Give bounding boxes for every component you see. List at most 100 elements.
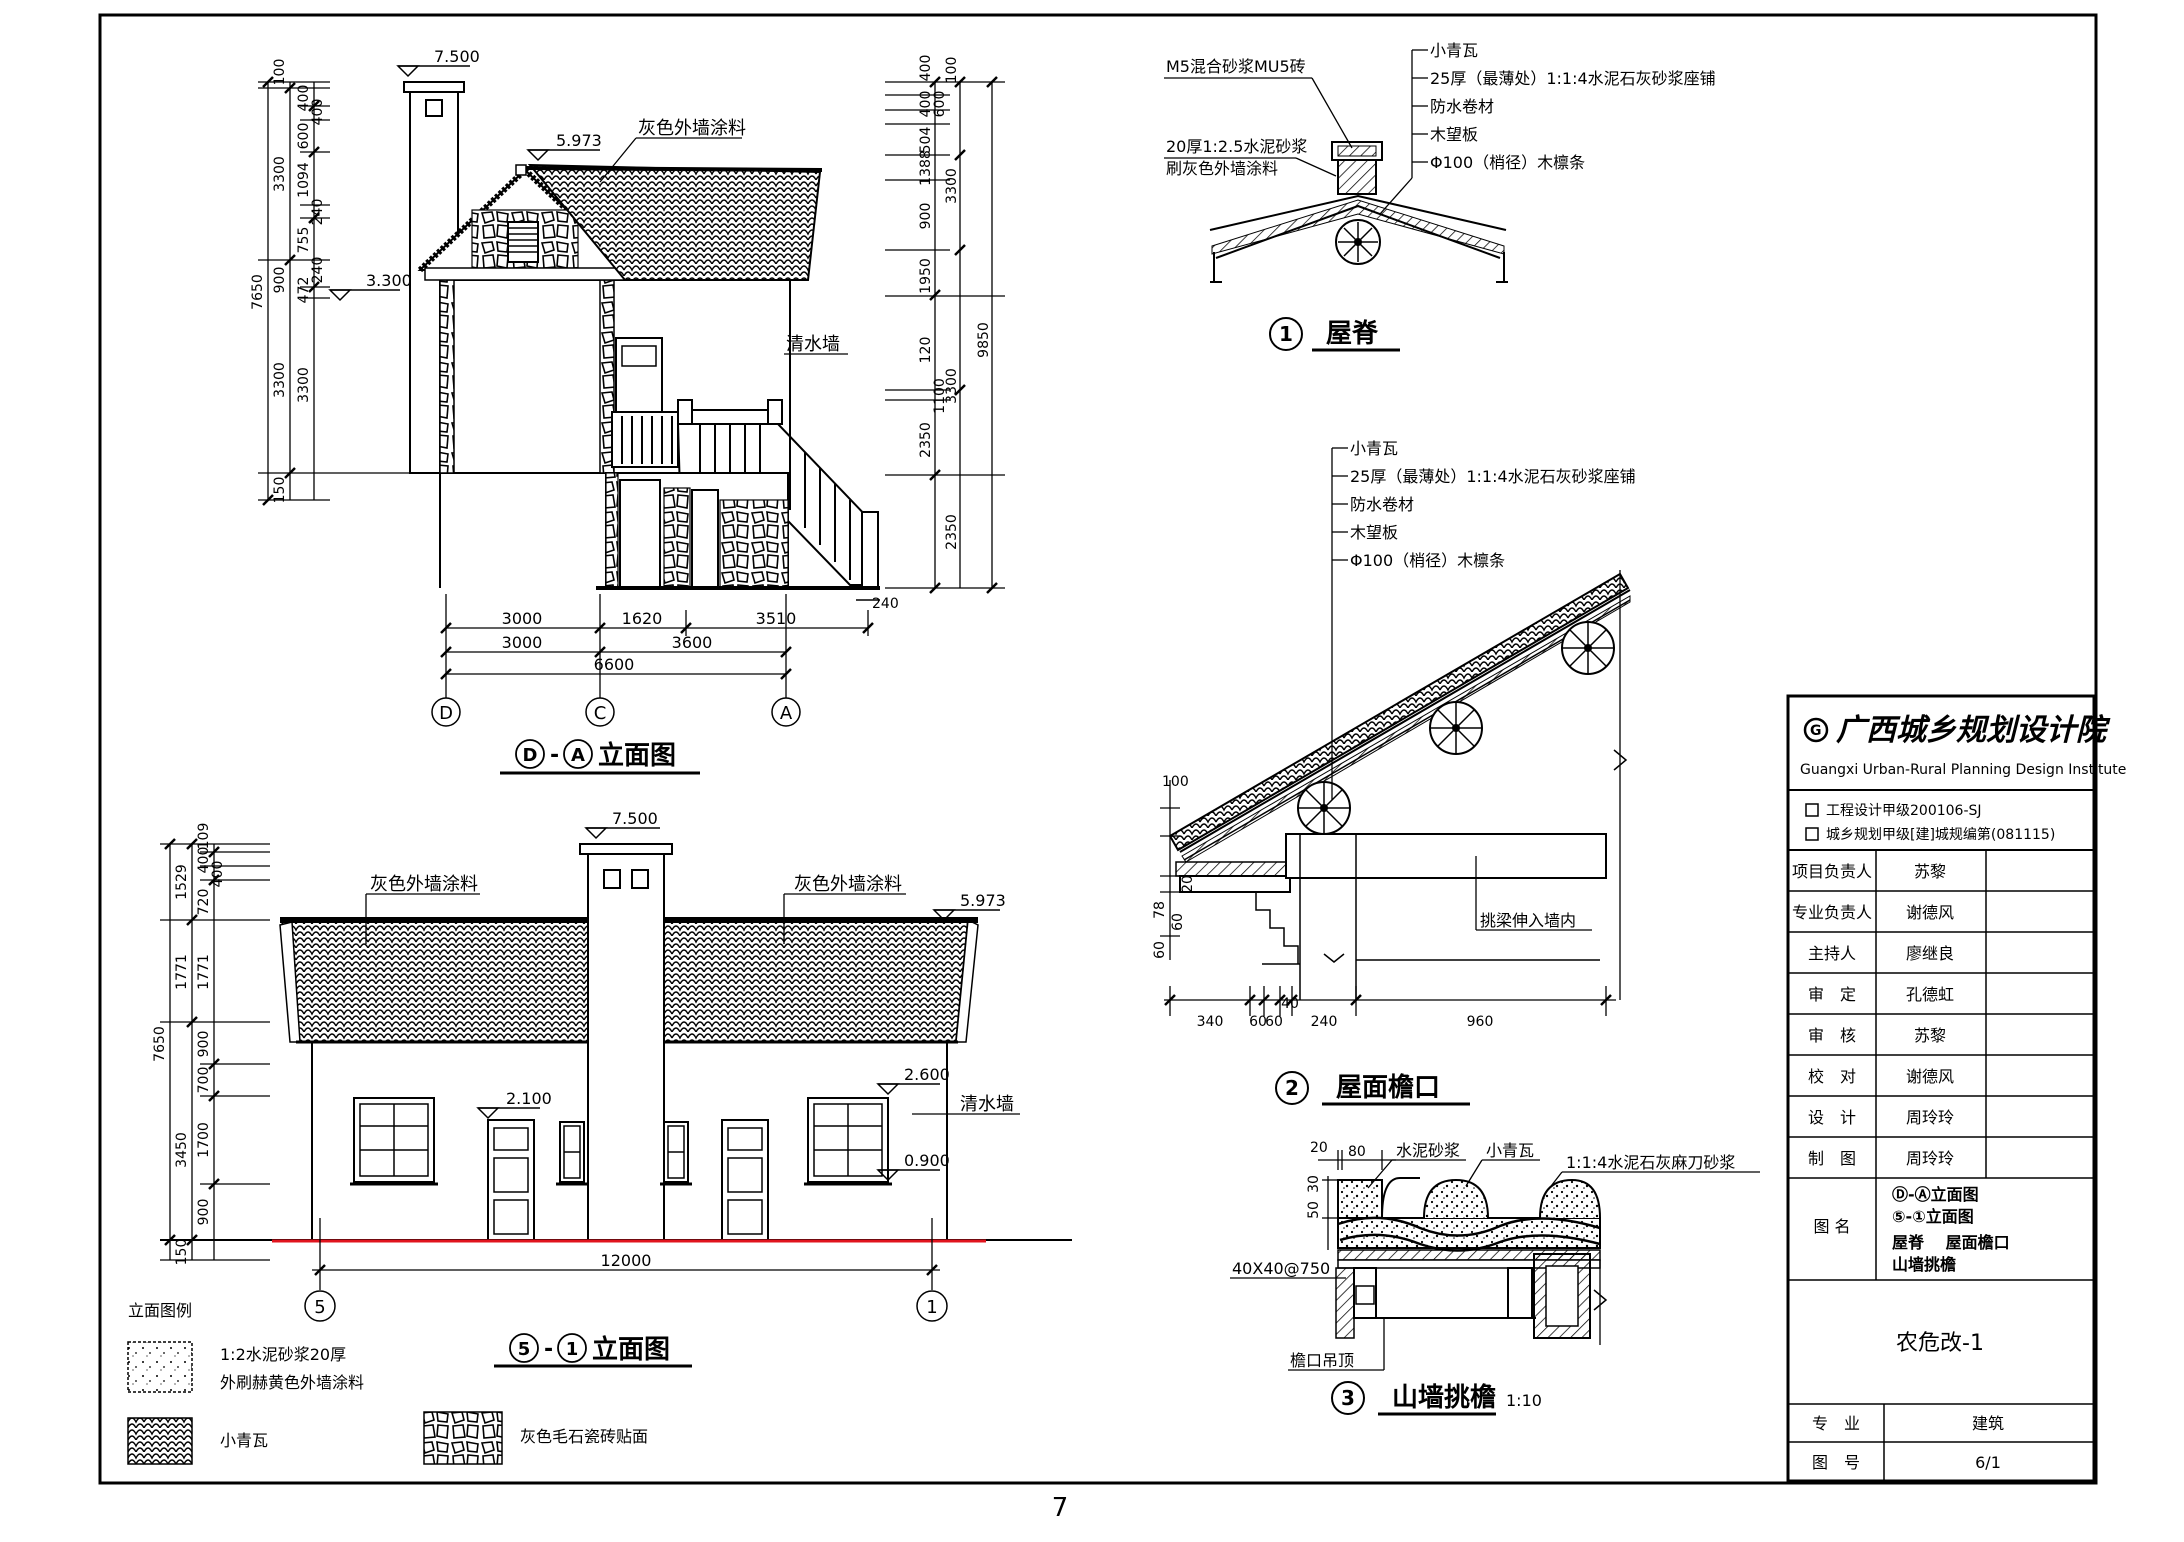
- svg-text:图 号: 图 号: [1812, 1453, 1860, 1472]
- svg-text:5.973: 5.973: [556, 131, 602, 150]
- svg-text:建筑: 建筑: [1972, 1414, 2004, 1433]
- svg-text:1100: 1100: [932, 378, 948, 414]
- svg-text:防水卷材: 防水卷材: [1350, 495, 1414, 514]
- svg-text:3300: 3300: [272, 156, 288, 192]
- svg-text:7650: 7650: [152, 1026, 168, 1062]
- svg-text:25厚（最薄处）1:1:4水泥石灰砂浆座铺: 25厚（最薄处）1:1:4水泥石灰砂浆座铺: [1430, 69, 1716, 88]
- svg-text:屋脊 屋面檐口: 屋脊 屋面檐口: [1892, 1233, 2010, 1252]
- svg-text:周玲玲: 周玲玲: [1906, 1108, 1954, 1127]
- svg-text:防水卷材: 防水卷材: [1430, 97, 1494, 116]
- svg-text:刷灰色外墙涂料: 刷灰色外墙涂料: [1166, 159, 1278, 178]
- svg-text:水泥砂浆: 水泥砂浆: [1396, 1141, 1460, 1160]
- svg-text:孔德虹: 孔德虹: [1906, 985, 1954, 1004]
- svg-text:清水墙: 清水墙: [786, 334, 840, 355]
- svg-text:6600: 6600: [594, 655, 635, 674]
- svg-text:D: D: [523, 745, 538, 766]
- institute-logo-icon: [1803, 717, 1829, 743]
- svg-text:700: 700: [196, 1067, 212, 1094]
- svg-text:1: 1: [926, 1297, 937, 1318]
- svg-text:7650: 7650: [250, 274, 266, 310]
- svg-text:2.600: 2.600: [904, 1065, 950, 1084]
- detail-ridge: 小青瓦 25厚（最薄处）1:1:4水泥石灰砂浆座铺 防水卷材 木望板 Φ100（…: [1164, 41, 1716, 352]
- svg-text:苏黎: 苏黎: [1914, 862, 1946, 881]
- svg-text:60: 60: [1170, 913, 1186, 931]
- svg-text:120: 120: [918, 337, 934, 364]
- svg-text:100: 100: [1162, 774, 1189, 790]
- svg-text:1094: 1094: [296, 162, 312, 198]
- svg-text:3450: 3450: [174, 1132, 190, 1168]
- svg-text:600: 600: [932, 91, 948, 118]
- svg-text:1771: 1771: [196, 954, 212, 990]
- svg-text:谢德风: 谢德风: [1906, 903, 1954, 922]
- legend: 立面图例 1:2水泥砂浆20厚 外刷赫黄色外墙涂料 小青瓦 灰色毛石瓷砖贴面: [127, 1301, 648, 1465]
- svg-text:1771: 1771: [174, 954, 190, 990]
- svg-text:109: 109: [196, 823, 212, 850]
- svg-text:400: 400: [196, 847, 212, 874]
- svg-text:1: 1: [1279, 322, 1293, 346]
- svg-text:12000: 12000: [601, 1251, 652, 1270]
- elevation-5-1: 7.500 5.973 2.100 2.600 0.900 灰色外墙涂料 灰色外…: [152, 809, 1072, 1368]
- sheet-border: [98, 13, 2098, 1485]
- svg-text:2.100: 2.100: [506, 1089, 552, 1108]
- svg-text:1:10: 1:10: [1506, 1391, 1542, 1410]
- elevation-d-a: 7650 100 3300 3300 150 400 400 600 1094 …: [250, 47, 1005, 775]
- svg-text:小青瓦: 小青瓦: [1350, 439, 1398, 458]
- svg-text:审 定: 审 定: [1808, 985, 1856, 1004]
- svg-text:0.900: 0.900: [904, 1151, 950, 1170]
- svg-text:20厚1:2.5水泥砂浆: 20厚1:2.5水泥砂浆: [1166, 137, 1307, 156]
- svg-text:1529: 1529: [174, 864, 190, 900]
- svg-text:小青瓦: 小青瓦: [1430, 41, 1478, 60]
- svg-text:项目负责人: 项目负责人: [1792, 862, 1872, 881]
- svg-text:100: 100: [272, 59, 288, 86]
- svg-text:专 业: 专 业: [1812, 1414, 1860, 1433]
- svg-text:755: 755: [296, 227, 312, 254]
- svg-text:挑梁伸入墙内: 挑梁伸入墙内: [1480, 911, 1576, 930]
- svg-text:40X40@750: 40X40@750: [1232, 1259, 1330, 1278]
- svg-text:2350: 2350: [944, 514, 960, 550]
- svg-text:Ⓓ-Ⓐ立面图: Ⓓ-Ⓐ立面图: [1892, 1185, 1979, 1204]
- svg-text:400: 400: [918, 91, 934, 118]
- svg-text:400: 400: [210, 861, 226, 888]
- svg-text:40: 40: [1281, 996, 1299, 1012]
- svg-text:主持人: 主持人: [1808, 944, 1856, 963]
- svg-text:苏黎: 苏黎: [1914, 1026, 1946, 1045]
- svg-text:A: A: [780, 703, 793, 724]
- svg-text:D: D: [439, 703, 453, 724]
- svg-text:1: 1: [566, 1339, 579, 1360]
- svg-text:G: G: [1810, 723, 1822, 739]
- svg-text:-: -: [550, 743, 559, 768]
- project-code: 农危改-1: [1896, 1331, 1984, 1356]
- svg-text:小青瓦: 小青瓦: [1486, 1141, 1534, 1160]
- svg-text:150: 150: [272, 477, 288, 504]
- svg-text:400: 400: [310, 99, 326, 126]
- svg-text:240: 240: [310, 257, 326, 284]
- svg-text:⑤-①立面图: ⑤-①立面图: [1892, 1207, 1974, 1226]
- elevation-d-a-title: 立面图: [598, 740, 676, 771]
- svg-text:清水墙: 清水墙: [960, 1094, 1014, 1115]
- elevation-5-1-title: 立面图: [592, 1334, 670, 1365]
- svg-text:3: 3: [1341, 1386, 1355, 1410]
- detail-gable-eave: 水泥砂浆 小青瓦 1:1:4水泥石灰麻刀砂浆 20 80 50 30 40X40…: [1230, 1140, 1760, 1416]
- svg-text:C: C: [594, 703, 607, 724]
- roof-left: [280, 919, 593, 1043]
- svg-text:78: 78: [1152, 901, 1168, 919]
- svg-text:校 对: 校 对: [1808, 1067, 1856, 1086]
- svg-text:图 名: 图 名: [1813, 1217, 1850, 1236]
- svg-text:1:2水泥砂浆20厚: 1:2水泥砂浆20厚: [220, 1345, 346, 1364]
- svg-text:900: 900: [196, 1031, 212, 1058]
- svg-text:灰色外墙涂料: 灰色外墙涂料: [370, 874, 478, 895]
- svg-text:50: 50: [1306, 1201, 1322, 1219]
- svg-text:2: 2: [1285, 1076, 1299, 1100]
- svg-text:80: 80: [1348, 1144, 1366, 1160]
- svg-text:240: 240: [310, 199, 326, 226]
- svg-text:1388: 1388: [918, 150, 934, 186]
- svg-text:3000: 3000: [502, 609, 543, 628]
- svg-text:400: 400: [296, 85, 312, 112]
- svg-text:5: 5: [314, 1297, 325, 1318]
- svg-text:审 核: 审 核: [1808, 1026, 1856, 1045]
- svg-text:472: 472: [296, 277, 312, 304]
- svg-text:30: 30: [1306, 1175, 1322, 1193]
- svg-text:900: 900: [272, 267, 288, 294]
- svg-text:1950: 1950: [918, 258, 934, 294]
- svg-text:960: 960: [1467, 1014, 1494, 1030]
